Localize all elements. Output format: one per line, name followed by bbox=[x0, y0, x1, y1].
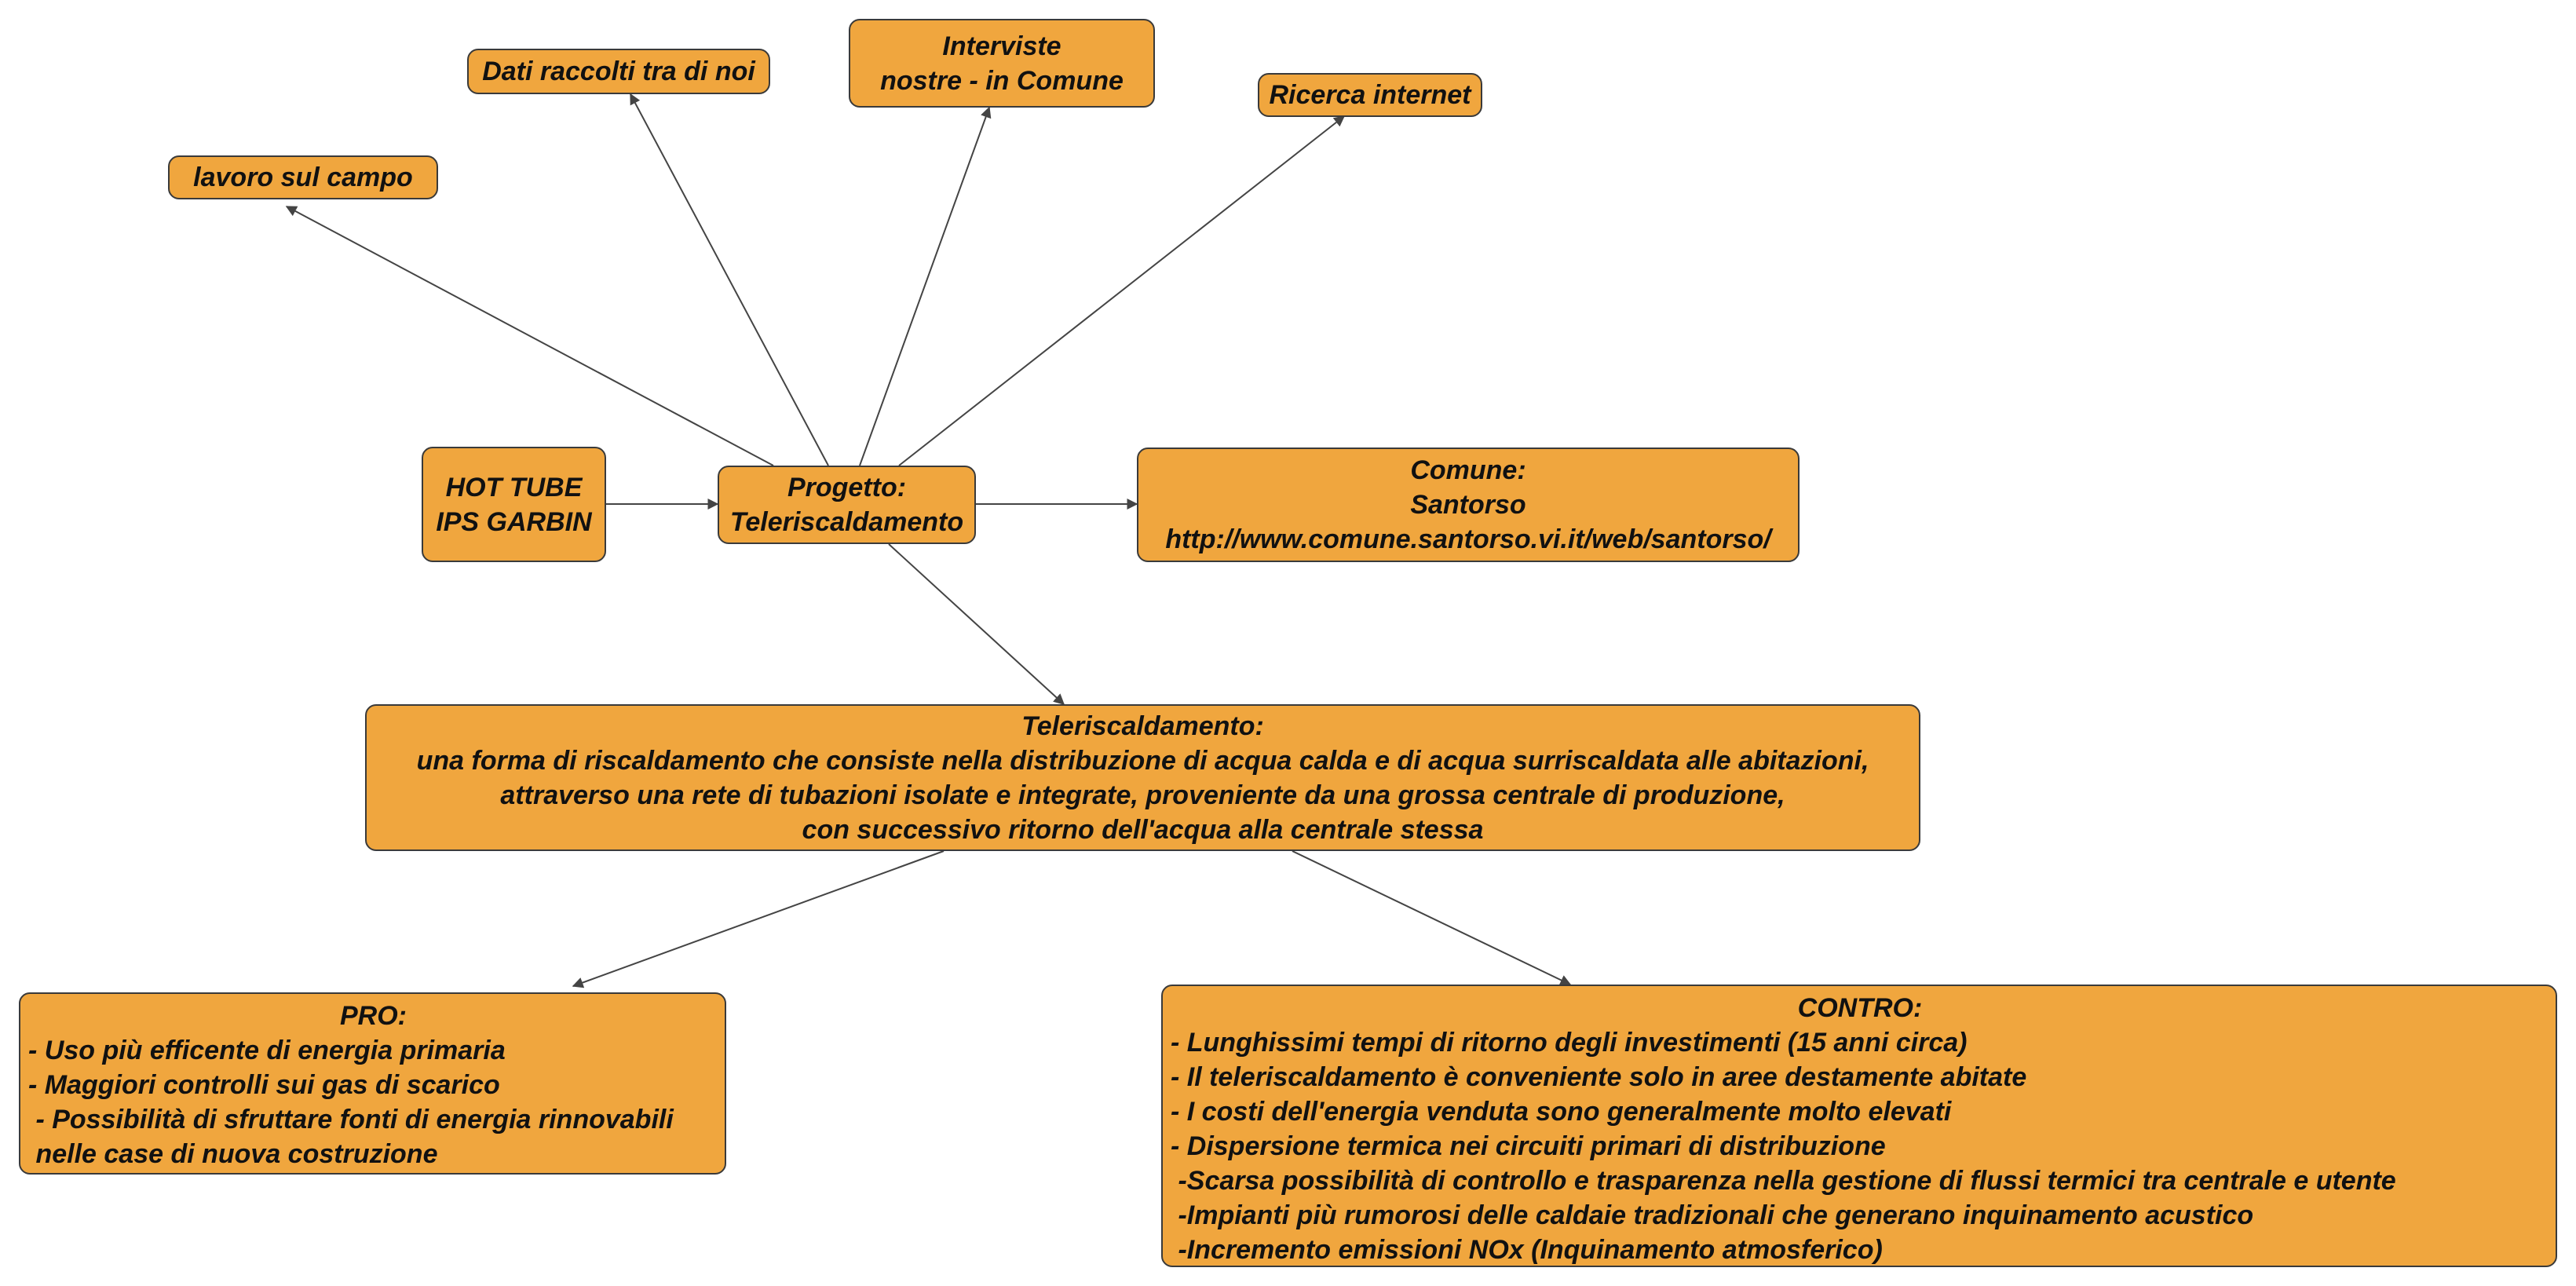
edge-progetto-lavoro bbox=[285, 206, 774, 466]
edge-progetto-dati bbox=[630, 93, 829, 466]
edge-progetto-interviste bbox=[859, 106, 992, 466]
node-text-line: Teleriscaldamento bbox=[729, 507, 964, 537]
node-contro[interactable]: CONTRO: - Lunghissimi tempi di ritorno de… bbox=[1161, 985, 2557, 1267]
contro-item: -Incremento emissioni NOx (Inquinamento … bbox=[1171, 1235, 1883, 1265]
pro-item: - Possibilità di sfruttare fonti di ener… bbox=[28, 1105, 674, 1134]
edge-definizione-contro bbox=[1292, 850, 1572, 985]
edge-progetto-ricerca bbox=[898, 115, 1346, 466]
contro-item: -Scarsa possibilità di controllo e trasp… bbox=[1171, 1166, 2396, 1196]
contro-item: - I costi dell'energia venduta sono gene… bbox=[1171, 1097, 1952, 1127]
node-text-line: IPS GARBIN bbox=[436, 506, 592, 537]
pro-title: PRO: bbox=[340, 1001, 407, 1031]
node-interviste[interactable]: Interviste nostre - in Comune bbox=[849, 19, 1155, 108]
node-ricerca-internet[interactable]: Ricerca internet bbox=[1258, 73, 1482, 117]
contro-item: - Dispersione termica nei circuiti prima… bbox=[1171, 1131, 1886, 1161]
edge-definizione-pro bbox=[572, 850, 945, 988]
contro-item: -Impianti più rumorosi delle caldaie tra… bbox=[1171, 1200, 2254, 1230]
pro-item: nelle case di nuova costruzione bbox=[28, 1139, 438, 1169]
node-progetto[interactable]: Progetto: Teleriscaldamento bbox=[718, 466, 976, 544]
contro-item: - Il teleriscaldamento è conveniente sol… bbox=[1171, 1062, 2027, 1092]
node-text-line: Dati raccolti tra di noi bbox=[482, 57, 755, 86]
contro-title: CONTRO: bbox=[1797, 993, 1923, 1023]
node-text-line: lavoro sul campo bbox=[193, 163, 413, 192]
node-text-line: una forma di riscaldamento che consiste … bbox=[416, 745, 1869, 776]
node-text-line: Ricerca internet bbox=[1269, 80, 1471, 110]
contro-item: - Lunghissimi tempi di ritorno degli inv… bbox=[1171, 1028, 1968, 1058]
node-pro[interactable]: PRO: - Uso più efficente di energia prima… bbox=[19, 992, 726, 1175]
pro-item: - Maggiori controlli sui gas di scarico bbox=[28, 1070, 500, 1100]
node-text-line: Santorso bbox=[1410, 490, 1526, 520]
node-text-line: nostre - in Comune bbox=[880, 65, 1124, 96]
node-text-line: Progetto: bbox=[787, 473, 907, 502]
node-text-line: con successivo ritorno dell'acqua alla c… bbox=[802, 814, 1484, 845]
node-text-line: Interviste bbox=[942, 31, 1061, 61]
node-comune[interactable]: Comune: Santorso http://www.comune.santors… bbox=[1137, 448, 1800, 562]
edge-progetto-definizione bbox=[888, 543, 1065, 705]
node-text-line: Teleriscaldamento: bbox=[1021, 711, 1264, 741]
pro-item: - Uso più efficente di energia primaria bbox=[28, 1036, 506, 1065]
node-text-line: Comune: bbox=[1410, 455, 1526, 485]
node-text-line: HOT TUBE bbox=[445, 472, 583, 502]
node-lavoro-sul-campo[interactable]: lavoro sul campo bbox=[168, 155, 438, 199]
node-text-line: http://www.comune.santorso.vi.it/web/san… bbox=[1165, 524, 1771, 554]
node-hot-tube[interactable]: HOT TUBE IPS GARBIN bbox=[422, 447, 606, 562]
node-text-line: attraverso una rete di tubazioni isolate… bbox=[500, 780, 1785, 810]
node-dati-raccolti[interactable]: Dati raccolti tra di noi bbox=[467, 49, 770, 94]
node-teleriscaldamento-definizione[interactable]: Teleriscaldamento: una forma di riscaldam… bbox=[365, 704, 1920, 851]
